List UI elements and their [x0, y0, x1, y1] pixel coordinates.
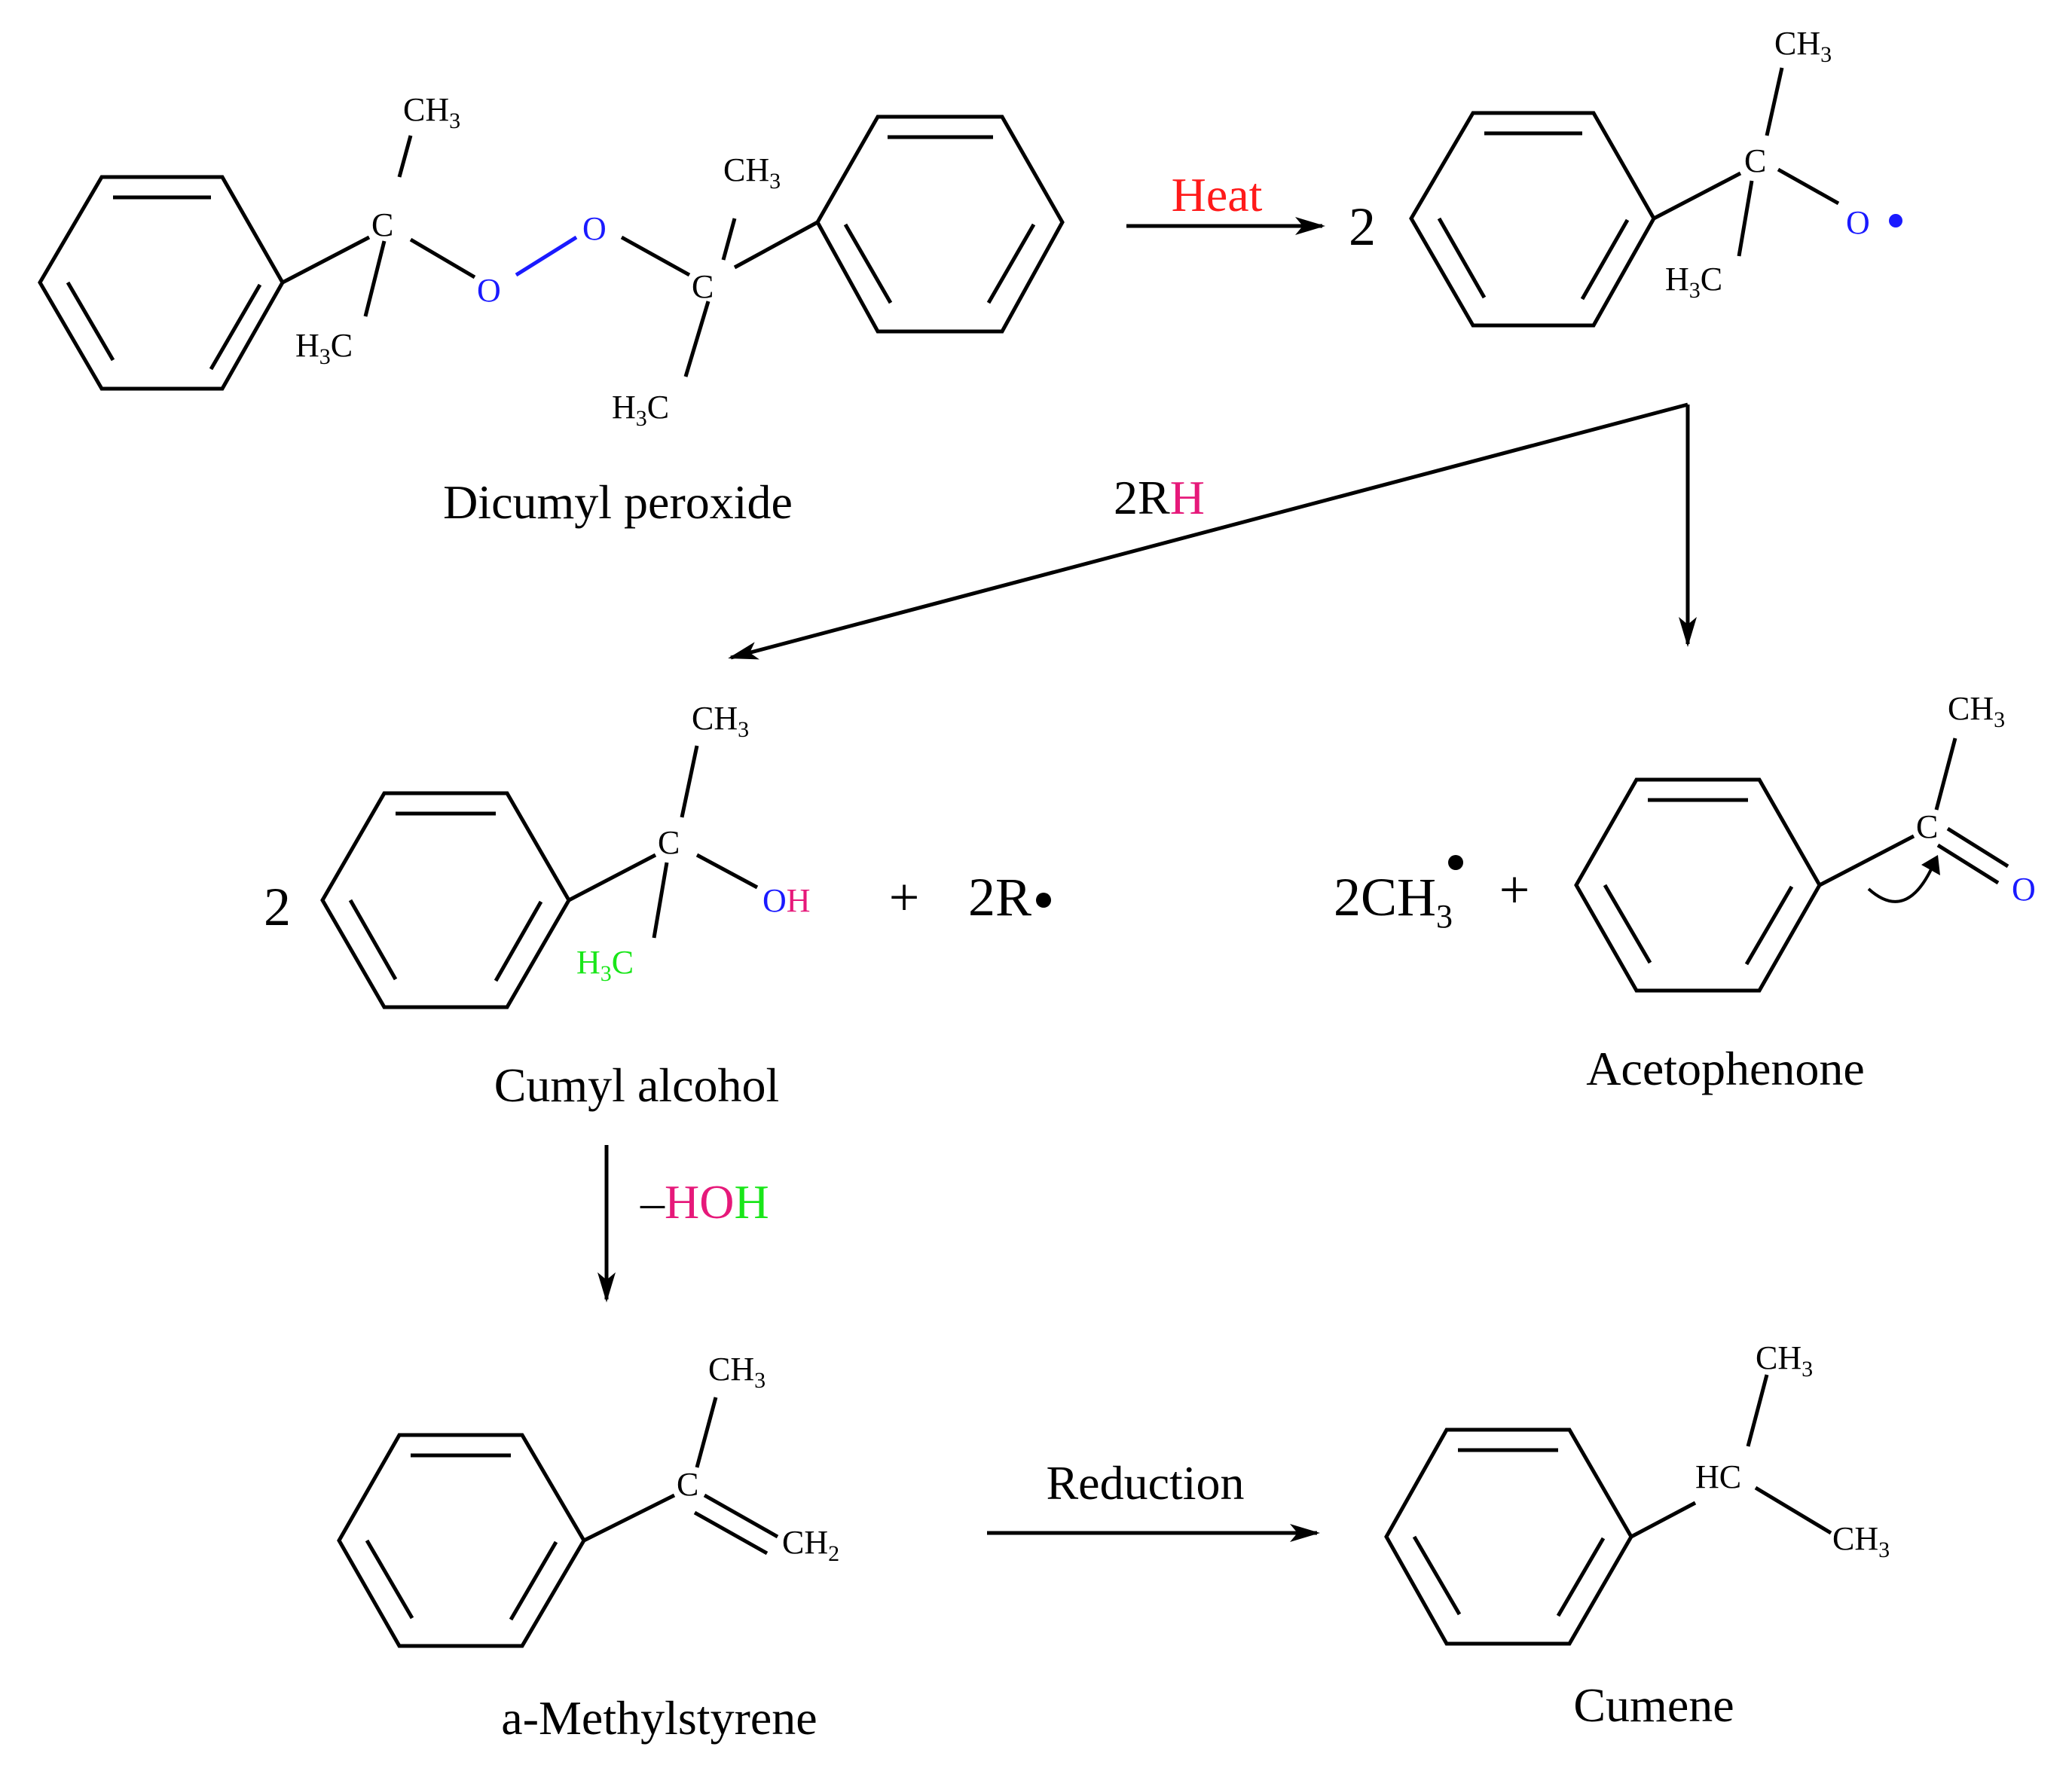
- coefficient-2-alcohol: 2: [264, 877, 291, 937]
- coefficient-2-radical: 2: [1349, 197, 1376, 257]
- ch3-label-2: CH3: [723, 151, 781, 194]
- ch3-label-radical: CH3: [1774, 25, 1832, 67]
- branch-arrows: [728, 402, 1697, 660]
- methylstyrene-labels: C CH3 CH2 a-Methylstyrene: [501, 1351, 839, 1745]
- h3c-label-alcohol: H3C: [576, 944, 634, 986]
- arrow-to-cumyl-alcohol: [728, 402, 1688, 660]
- ch2-label-methylstyrene: CH2: [782, 1524, 839, 1566]
- ch3-label-cumene-top: CH3: [1756, 1339, 1813, 1382]
- label-cumyl-alcohol: Cumyl alcohol: [494, 1058, 780, 1112]
- r-radical-dot: [1036, 893, 1051, 908]
- h3c-label-2: H3C: [612, 389, 669, 431]
- cumyl-alcohol-labels: C CH3 H3C OH + 2R Cumyl alcohol: [494, 700, 1051, 1112]
- label-minus-hoh: –HOH: [640, 1175, 769, 1229]
- label-dicumyl-peroxide: Dicumyl peroxide: [443, 475, 793, 529]
- hc-label-cumene: HC: [1695, 1458, 1741, 1495]
- ch3-label-1: CH3: [403, 91, 460, 133]
- oxygen-1: O: [477, 272, 501, 309]
- atom-c-radical: C: [1744, 142, 1766, 179]
- atom-c-alcohol: C: [658, 824, 680, 861]
- cumyl-alcohol-structure: [320, 745, 759, 1009]
- atom-c-1: C: [371, 206, 393, 243]
- electron-arrow: [1867, 866, 1934, 903]
- label-methylstyrene: a-Methylstyrene: [501, 1691, 817, 1745]
- radical-dot: [1889, 214, 1902, 227]
- cumyloxy-radical-structure: [1409, 67, 1840, 328]
- label-acetophenone: Acetophenone: [1586, 1042, 1865, 1095]
- label-2rh: 2RH: [1114, 471, 1205, 524]
- dicumyl-peroxide-structure: [38, 115, 1065, 391]
- h3c-label-1: H3C: [295, 327, 353, 369]
- methyl-radical-label: 2CH3: [1334, 867, 1453, 935]
- cumene-structure: [1384, 1374, 1832, 1646]
- cumyloxy-radical-labels: C CH3 H3C O: [1665, 25, 1902, 303]
- label-cumene: Cumene: [1573, 1678, 1734, 1732]
- cumene-labels: HC CH3 CH3 Cumene: [1573, 1339, 1890, 1732]
- h3c-label-radical: H3C: [1665, 261, 1722, 303]
- dicumyl-peroxide-labels: C CH3 H3C O O C CH3 H3C Dicumyl peroxide: [295, 91, 793, 529]
- acetophenone-structure: [1574, 737, 2009, 993]
- plus-acetophenone: +: [1499, 860, 1530, 920]
- benzene-ring-left: [38, 175, 285, 391]
- r-radical: 2R: [968, 867, 1031, 927]
- ch3-label-methylstyrene: CH3: [708, 1351, 766, 1393]
- acetophenone-labels: C CH3 O Acetophenone: [1586, 690, 2036, 1095]
- label-heat: Heat: [1172, 168, 1263, 221]
- ch3-label-cumene-right: CH3: [1832, 1520, 1890, 1562]
- methyl-radical-dot: [1448, 855, 1463, 870]
- methylstyrene-structure: [337, 1397, 779, 1648]
- oxygen-2: O: [582, 210, 607, 247]
- atom-c-methylstyrene: C: [677, 1466, 698, 1503]
- plus-alcohol: +: [889, 867, 920, 927]
- label-reduction: Reduction: [1046, 1456, 1244, 1510]
- benzene-ring-right: [815, 115, 1065, 334]
- methyl-radical: 2CH3 +: [1334, 855, 1530, 935]
- oxygen-acetophenone: O: [2012, 871, 2036, 908]
- atom-c-acetophenone: C: [1916, 808, 1938, 845]
- hydroxyl-group: OH: [762, 882, 811, 919]
- atom-c-2: C: [692, 268, 714, 305]
- oxygen-radical: O: [1846, 204, 1870, 241]
- ch3-label-alcohol: CH3: [692, 700, 749, 742]
- ch3-label-acetophenone: CH3: [1948, 690, 2005, 732]
